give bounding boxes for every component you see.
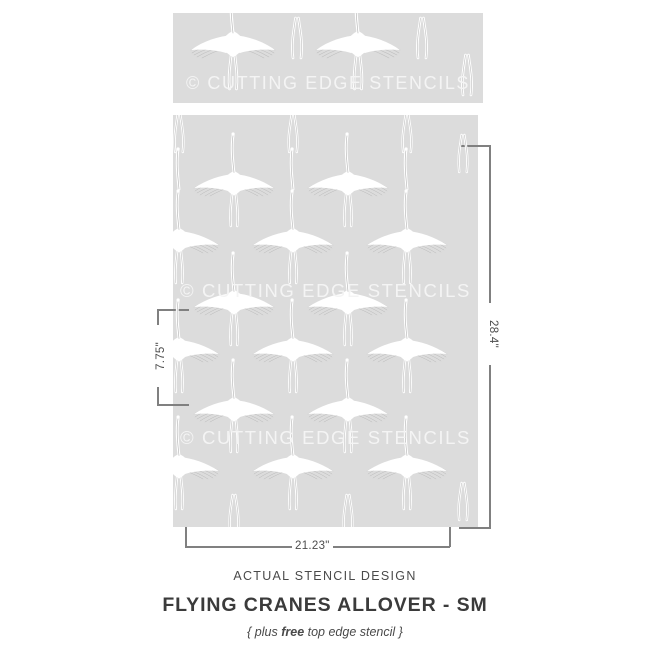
height-dimension-label: 28.4" <box>487 303 499 365</box>
repeat-dimension-label: 7.75" <box>155 325 167 387</box>
subtitle-suffix: top edge stencil } <box>304 625 403 639</box>
width-dimension-left-tick <box>185 527 187 547</box>
repeat-dimension-top-tick <box>157 309 189 311</box>
product-title: FLYING CRANES ALLOVER - SM <box>162 594 488 616</box>
product-caption: ACTUAL STENCIL DESIGN FLYING CRANES ALLO… <box>0 567 650 642</box>
height-dimension-top-tick <box>459 145 491 147</box>
allover-stencil-panel: © CUTTING EDGE STENCILS © CUTTING EDGE S… <box>173 115 478 527</box>
main-panel-watermark-layer: © CUTTING EDGE STENCILS © CUTTING EDGE S… <box>173 115 478 527</box>
watermark-text: © CUTTING EDGE STENCILS <box>180 280 471 301</box>
caption-kicker: ACTUAL STENCIL DESIGN <box>233 569 417 583</box>
width-dimension-right-tick <box>449 527 451 547</box>
subtitle-emphasis: free <box>281 625 305 639</box>
repeat-dimension-bottom-tick <box>157 404 189 406</box>
top-strip-crane-pattern <box>189 13 473 97</box>
top-edge-stencil-panel: © CUTTING EDGE STENCILS <box>173 13 483 103</box>
height-dimension-bottom-tick <box>459 527 491 529</box>
product-subtitle: { plus free top edge stencil } <box>0 622 650 642</box>
watermark-text: © CUTTING EDGE STENCILS <box>185 73 471 93</box>
watermark-text: © CUTTING EDGE STENCILS <box>180 427 471 448</box>
width-dimension-label: 21.23" <box>292 540 333 552</box>
subtitle-prefix: { plus <box>247 625 282 639</box>
top-strip-watermark-layer: © CUTTING EDGE STENCILS <box>173 13 483 103</box>
main-panel-crane-pattern <box>173 115 469 527</box>
